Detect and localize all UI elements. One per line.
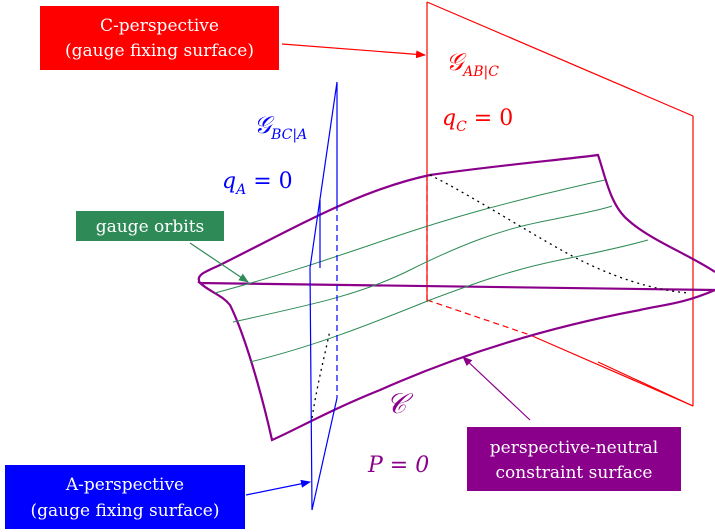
- q-a-subscript: A: [234, 182, 246, 198]
- g-ab-c-base: 𝒢: [446, 48, 467, 76]
- constraint-surface-line1: perspective-neutral: [490, 438, 658, 458]
- c-perspective-line1: C-perspective: [100, 16, 219, 36]
- c-plane-bottom-edge: [529, 334, 694, 407]
- gauge-orbits-label: gauge orbits: [76, 211, 224, 241]
- c-plane-hidden-bottom: [426, 299, 531, 336]
- q-a-equation: qA = 0: [222, 169, 293, 198]
- q-a-base: q: [222, 169, 236, 194]
- g-bc-a-subscript: BC|A: [270, 127, 307, 143]
- dotted-curve-right: [429, 174, 691, 294]
- a-perspective-arrow: [245, 479, 311, 496]
- q-c-rest: = 0: [467, 106, 513, 131]
- gauge-orbit-2: [232, 205, 613, 323]
- gauge-orbit-3: [249, 239, 649, 363]
- g-ab-c-label: 𝒢AB|C: [446, 48, 499, 80]
- gauge-orbits-text: gauge orbits: [96, 217, 205, 237]
- constraint-symbol: 𝒞: [386, 387, 414, 420]
- constraint-surface-line2: constraint surface: [496, 463, 653, 483]
- g-bc-a-label: 𝒢BC|A: [254, 111, 307, 143]
- c-perspective-arrow: [281, 43, 426, 59]
- q-a-rest: = 0: [246, 169, 292, 194]
- dotted-curve-left: [311, 329, 331, 419]
- gauge-orbit-lines: [214, 179, 649, 363]
- gauge-orbit-1: [214, 179, 606, 294]
- c-perspective-label: C-perspective (gauge fixing surface): [40, 6, 279, 70]
- a-perspective-line2: (gauge fixing surface): [31, 501, 220, 521]
- g-bc-a-base: 𝒢: [254, 111, 275, 139]
- constraint-surface: [197, 153, 715, 442]
- constraint-surface-box: [467, 427, 681, 491]
- gauge-orbits-box: [76, 211, 224, 241]
- p-zero-equation: P = 0: [367, 453, 429, 478]
- c-gauge-plane: [426, 1, 694, 407]
- c-perspective-box: [40, 6, 279, 70]
- q-c-subscript: C: [456, 119, 467, 135]
- a-perspective-box: [5, 465, 245, 529]
- a-perspective-label: A-perspective (gauge fixing surface): [5, 465, 245, 529]
- gauge-orbits-arrow: [189, 242, 249, 283]
- a-gauge-plane: [309, 81, 338, 511]
- constraint-surface-label: perspective-neutral constraint surface: [467, 427, 681, 491]
- g-ab-c-subscript: AB|C: [461, 64, 499, 80]
- constraint-surface-arrow: [462, 356, 531, 421]
- a-perspective-line1: A-perspective: [65, 475, 184, 495]
- q-c-base: q: [442, 106, 456, 131]
- q-c-equation: qC = 0: [442, 106, 513, 135]
- c-perspective-line2: (gauge fixing surface): [65, 41, 254, 61]
